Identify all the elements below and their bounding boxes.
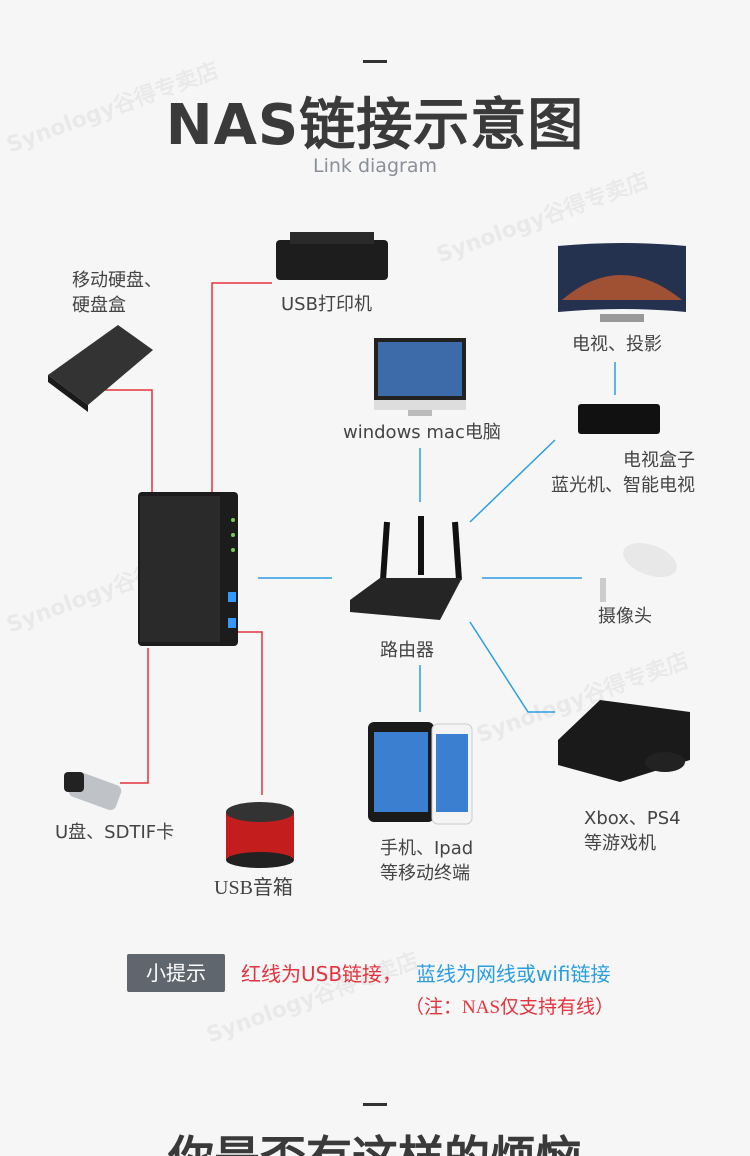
game-console-icon <box>558 700 690 782</box>
tv-box-icon <box>578 404 660 434</box>
camera-icon <box>600 542 677 602</box>
router-icon <box>350 516 462 620</box>
net-line-tvbox <box>469 439 556 523</box>
label-mobile: 手机、Ipad 等移动终端 <box>380 838 474 884</box>
label-tvbox: 电视盒子 蓝光机、智能电视 <box>551 450 695 496</box>
label-computer: windows mac电脑 <box>343 422 501 443</box>
printer-icon <box>276 232 388 280</box>
usb-line-drive <box>105 389 153 492</box>
nas-device-icon <box>138 492 238 646</box>
legend-red-text: 红线为USB链接， <box>241 962 403 986</box>
label-console: Xbox、PS4 等游戏机 <box>584 808 681 854</box>
title-dash <box>363 60 387 63</box>
section-dash <box>363 1103 387 1106</box>
page-subtitle: Link diagram <box>313 155 437 177</box>
label-tv: 电视、投影 <box>572 334 662 355</box>
usb-stick-icon <box>64 771 122 811</box>
legend-note: （注：NAS仅支持有线） <box>405 997 615 1018</box>
label-printer: USB打印机 <box>281 294 372 315</box>
usb-line-printer <box>211 282 272 492</box>
computer-icon <box>374 338 466 416</box>
label-speaker: USB音箱 <box>214 877 293 899</box>
next-section-title: 你是否有这样的烦恼 <box>0 1122 750 1156</box>
label-camera: 摄像头 <box>598 606 652 627</box>
label-usb-stick: U盘、SDTIF卡 <box>55 822 175 843</box>
tv-icon <box>558 243 686 322</box>
tip-badge: 小提示 <box>127 954 225 992</box>
usb-line-speaker <box>232 631 263 795</box>
tablet-phone-icon <box>368 722 473 825</box>
net-line-console <box>469 621 555 713</box>
page-title: NAS链接示意图 <box>165 93 585 158</box>
usb-line-usb-stick <box>120 648 149 784</box>
legend-blue-text: 蓝线为网线或wifi链接 <box>416 962 611 986</box>
label-drive: 移动硬盘、 硬盘盒 <box>72 270 162 316</box>
speaker-icon <box>226 802 294 868</box>
external-drive-icon <box>48 325 153 412</box>
label-router: 路由器 <box>380 640 434 661</box>
